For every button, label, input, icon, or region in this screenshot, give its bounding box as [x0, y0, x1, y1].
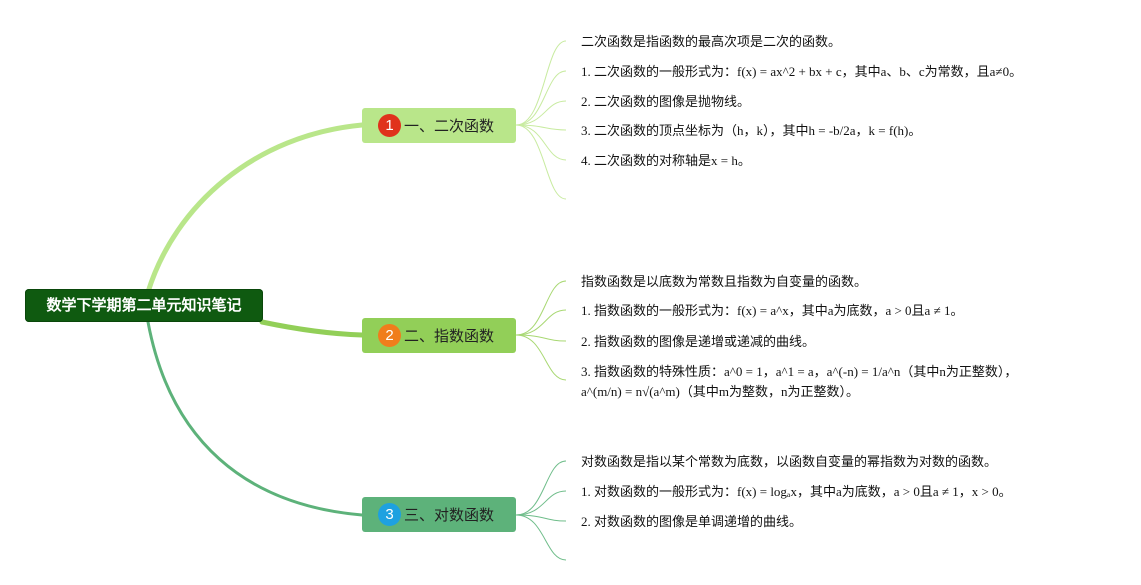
leaf-quadratic-graph[interactable]: 2. 二次函数的图像是抛物线。	[581, 94, 751, 109]
branch-exponential-function[interactable]: 2 二、指数函数	[362, 318, 516, 353]
root-topic-label: 数学下学期第二单元知识笔记	[46, 296, 242, 314]
leaf-exponential-definition[interactable]: 指数函数是以底数为常数且指数为自变量的函数。	[581, 274, 868, 289]
priority-3-icon: 3	[378, 503, 401, 526]
leaf-quadratic-axis[interactable]: 4. 二次函数的对称轴是x = h。	[581, 153, 751, 168]
priority-2-icon: 2	[378, 324, 401, 347]
priority-1-icon: 1	[378, 114, 401, 137]
connector-root-branch2	[259, 319, 365, 338]
branch-label: 二、指数函数	[404, 327, 495, 345]
branch-quadratic-function[interactable]: 1 一、二次函数	[362, 108, 516, 143]
leaf-logarithmic-definition[interactable]: 对数函数是指以某个常数为底数，以函数自变量的幂指数为对数的函数。	[581, 454, 998, 469]
leaf-quadratic-vertex[interactable]: 3. 二次函数的顶点坐标为（h，k），其中h = -b/2a，k = f(h)。	[581, 123, 922, 138]
branch-label: 三、对数函数	[404, 506, 495, 524]
leaf-exponential-properties-cont: a^(m/n) = n√(a^m)（其中m为整数，n为正整数）。	[581, 384, 859, 399]
leaf-exponential-general-form[interactable]: 1. 指数函数的一般形式为：f(x) = a^x，其中a为底数，a > 0且a …	[581, 303, 964, 318]
branch1-leaf-connectors	[515, 40, 567, 200]
branch3-leaf-connectors	[515, 460, 567, 561]
branch-label: 一、二次函数	[404, 117, 495, 135]
leaf-exponential-graph[interactable]: 2. 指数函数的图像是递增或递减的曲线。	[581, 334, 816, 349]
leaf-quadratic-definition[interactable]: 二次函数是指函数的最高次项是二次的函数。	[581, 34, 842, 49]
connector-root-branch3	[146, 320, 364, 517]
root-topic[interactable]: 数学下学期第二单元知识笔记	[25, 289, 263, 322]
leaf-quadratic-general-form[interactable]: 1. 二次函数的一般形式为：f(x) = ax^2 + bx + c，其中a、b…	[581, 64, 1023, 79]
branch2-leaf-connectors	[515, 280, 567, 381]
leaf-exponential-properties[interactable]: 3. 指数函数的特殊性质：a^0 = 1，a^1 = a，a^(-n) = 1/…	[581, 364, 1018, 379]
connector-root-branch1	[145, 122, 365, 295]
leaf-logarithmic-general-form[interactable]: 1. 对数函数的一般形式为：f(x) = logₐx，其中a为底数，a > 0且…	[581, 484, 1012, 499]
branch-logarithmic-function[interactable]: 3 三、对数函数	[362, 497, 516, 532]
leaf-logarithmic-graph[interactable]: 2. 对数函数的图像是单调递增的曲线。	[581, 514, 803, 529]
